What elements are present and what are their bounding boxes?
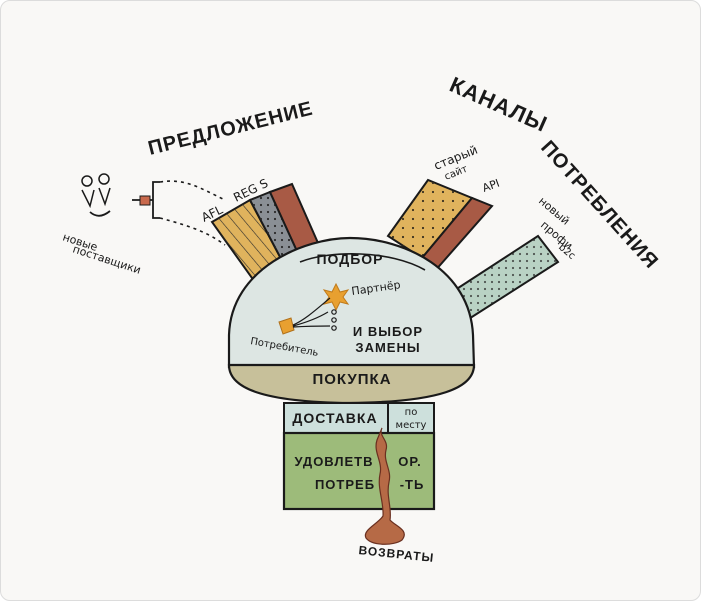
delivery-block — [283, 402, 435, 434]
on-site-label-1: по — [405, 407, 418, 418]
dome-arc — [299, 253, 426, 271]
channel-pipes — [386, 178, 560, 324]
pipe-new-profi-dots — [452, 236, 558, 322]
selection-dome — [227, 236, 476, 369]
suppliers-stub — [139, 195, 151, 206]
satisfaction-label-2b: -ТЬ — [400, 477, 425, 492]
satisfaction-label-2a: ПОТРЕБ — [315, 477, 375, 492]
satisfaction-label-1b: ОР. — [398, 454, 421, 469]
suppliers-link-dotted — [159, 180, 226, 246]
new-suppliers-label-2: поставщики — [71, 242, 142, 276]
new-suppliers-icon — [81, 173, 111, 217]
api-label: API — [481, 177, 502, 195]
purchase-label: ПОКУПКА — [312, 371, 391, 388]
on-site-label-2: месту — [396, 420, 427, 431]
choice-label-2: ЗАМЕНЫ — [355, 340, 420, 355]
selection-label: ПОДБОР — [316, 251, 383, 267]
choice-label-1: И ВЫБОР — [353, 324, 423, 339]
returns-stream — [364, 427, 405, 545]
partner-star-icon — [322, 282, 350, 312]
delivery-label: ДОСТАВКА — [292, 410, 377, 426]
new-profi-label-1: новый — [536, 194, 572, 227]
satisfaction-label-1a: УДОВЛЕТВ — [295, 454, 374, 469]
heading-channels: КАНАЛЫ — [446, 72, 551, 137]
pipe-old-site-dots — [388, 180, 472, 258]
consumer-links — [292, 297, 331, 328]
heading-supply: ПРЕДЛОЖЕНИЕ — [146, 98, 315, 160]
returns-label: ВОЗВРАТЫ — [358, 543, 435, 565]
consumer-icon — [278, 317, 295, 335]
satisfaction-block — [282, 431, 436, 511]
option-dots — [331, 309, 337, 331]
